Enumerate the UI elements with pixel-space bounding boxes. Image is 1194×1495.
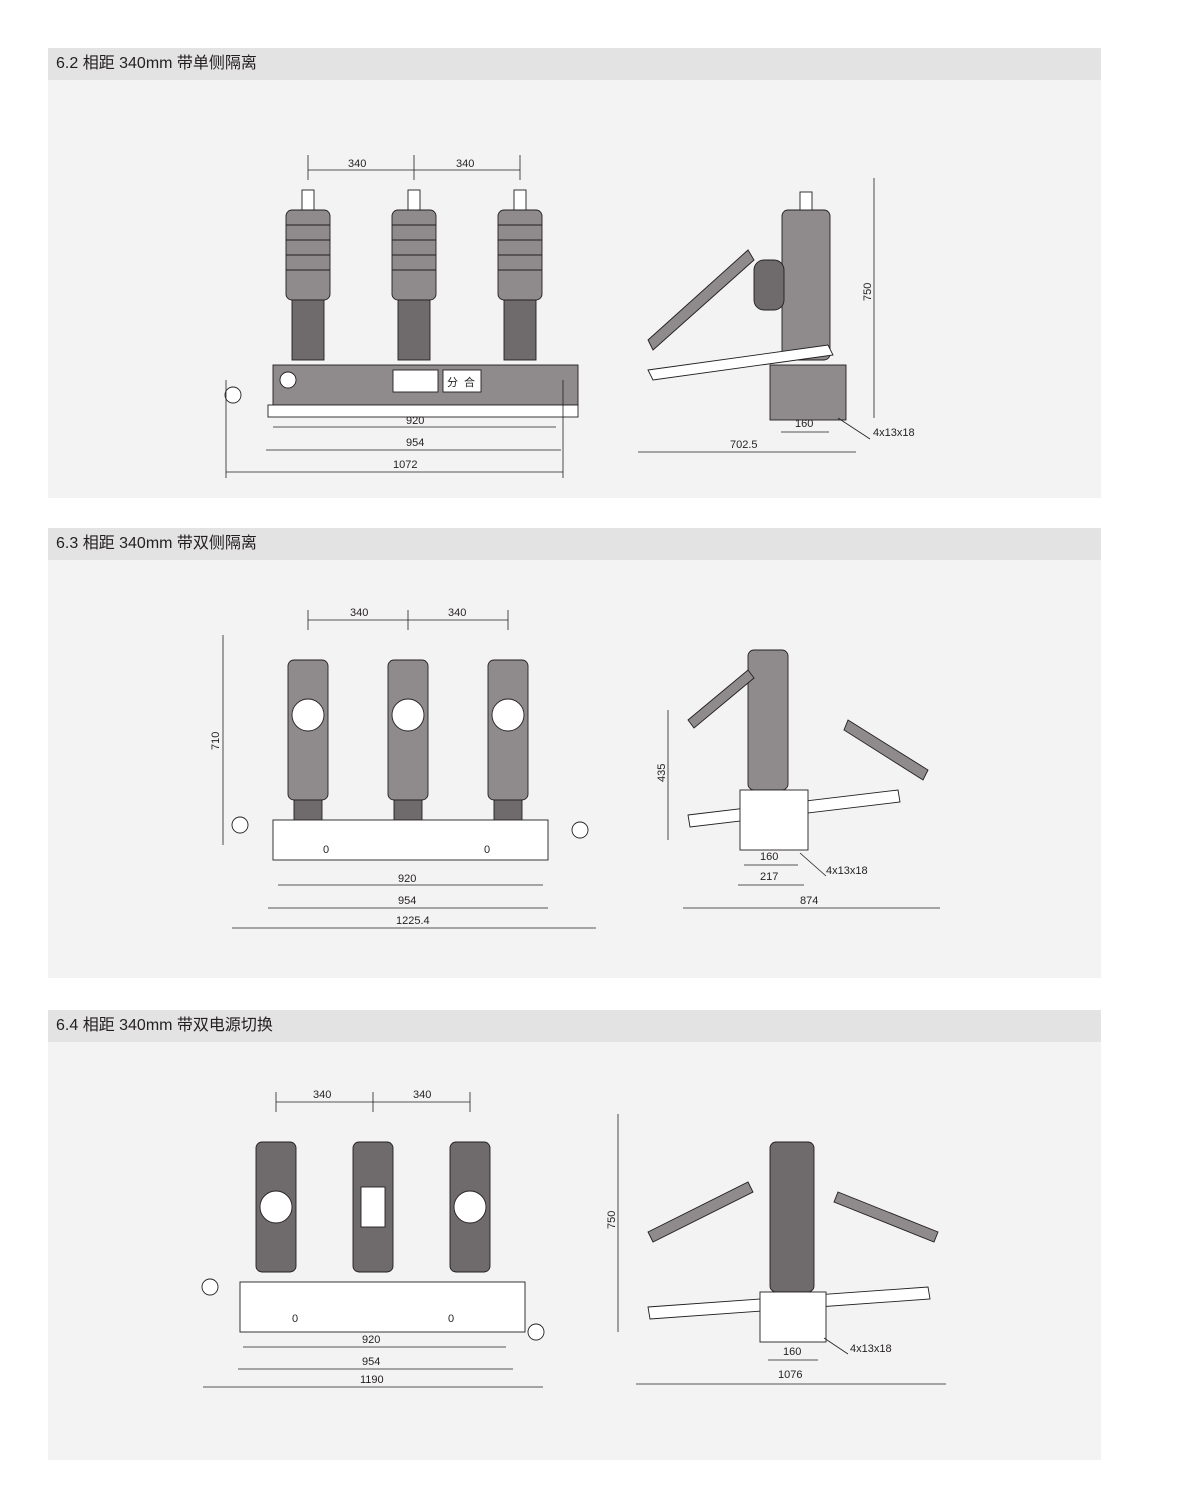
- scale-zero-right: 0: [448, 1313, 454, 1325]
- side-view-drawing: 750 160 702.5 4x13x18: [638, 178, 915, 453]
- dim-160: 160: [760, 851, 778, 863]
- dim-702-5: 702.5: [730, 439, 758, 451]
- dim-920: 920: [398, 873, 416, 885]
- side-view-drawing: 750 160 1076 4x13x18: [606, 1114, 946, 1385]
- dim-710: 710: [210, 732, 222, 750]
- dim-1225-4: 1225.4: [396, 915, 430, 927]
- dim-1190: 1190: [360, 1374, 384, 1386]
- dim-874: 874: [800, 895, 818, 907]
- front-width-dimensions: 920 954 1072: [225, 380, 564, 478]
- dim-954: 954: [398, 895, 416, 907]
- scale-zero-left: 0: [323, 844, 329, 856]
- front-width-dimensions: 920 954 1225.4: [232, 873, 596, 929]
- height-dimension: 710: [210, 635, 224, 845]
- breaker-base-box: 0 0: [201, 1278, 545, 1341]
- dim-160: 160: [795, 418, 813, 430]
- pitch-dimension: 340 340: [307, 607, 509, 630]
- close-label: 合: [464, 375, 475, 389]
- pitch-right-label: 340: [413, 1089, 431, 1101]
- pitch-right-label: 340: [448, 607, 466, 619]
- insulator-pole-2: [391, 189, 437, 361]
- side-insulator: [647, 1141, 939, 1343]
- side-view-drawing: 435 160 217 874 4x13x18: [656, 649, 940, 909]
- dim-750: 750: [606, 1211, 618, 1229]
- mounting-hole-spec: 4x13x18: [873, 427, 915, 439]
- insulator-pole-1: [285, 189, 331, 361]
- dim-1072: 1072: [393, 459, 417, 471]
- pitch-dimension: 340 340: [307, 155, 521, 180]
- dim-217: 217: [760, 871, 778, 883]
- front-view-drawing: 340 340 710: [210, 607, 596, 929]
- pitch-right-label: 340: [456, 158, 474, 170]
- side-insulator: [647, 191, 847, 421]
- insulator-pole-2: [352, 1141, 394, 1273]
- section-title: 6.3 相距 340mm 带双侧隔离: [48, 528, 1101, 560]
- side-dimensions: 750 160 702.5 4x13x18: [638, 178, 915, 453]
- section-title: 6.2 相距 340mm 带单侧隔离: [48, 48, 1101, 80]
- dim-954: 954: [406, 437, 424, 449]
- breaker-base-box: 分 合: [224, 364, 579, 418]
- side-dimensions: 435 160 217 874 4x13x18: [656, 710, 940, 909]
- dim-920: 920: [362, 1334, 380, 1346]
- insulator-pole-1: [255, 1141, 297, 1273]
- dim-1076: 1076: [778, 1369, 802, 1381]
- front-width-dimensions: 920 954 1190: [203, 1334, 543, 1388]
- side-dimensions: 750 160 1076 4x13x18: [606, 1114, 946, 1385]
- side-insulator: [687, 649, 929, 851]
- insulator-pole-3: [497, 189, 543, 361]
- pitch-left-label: 340: [313, 1089, 331, 1101]
- front-view-drawing: 340 340 0 0: [201, 1089, 545, 1388]
- section-title: 6.4 相距 340mm 带双电源切换: [48, 1010, 1101, 1042]
- scale-zero-right: 0: [484, 844, 490, 856]
- dim-435: 435: [656, 764, 668, 782]
- breaker-base-box: 0 0: [231, 816, 589, 861]
- scale-zero-left: 0: [292, 1313, 298, 1325]
- section-6-3: 6.3 相距 340mm 带双侧隔离 340 340 710: [48, 528, 1101, 978]
- dim-920: 920: [406, 415, 424, 427]
- dim-954: 954: [362, 1356, 380, 1368]
- mounting-hole-spec: 4x13x18: [826, 865, 868, 877]
- front-view-drawing: 340 340: [224, 155, 579, 478]
- pitch-left-label: 340: [350, 607, 368, 619]
- dim-160: 160: [783, 1346, 801, 1358]
- pitch-dimension: 340 340: [275, 1089, 471, 1112]
- insulator-pole-1: [287, 659, 329, 831]
- insulator-pole-3: [449, 1141, 491, 1273]
- mounting-hole-spec: 4x13x18: [850, 1343, 892, 1355]
- section-6-4: 6.4 相距 340mm 带双电源切换 340 340: [48, 1010, 1101, 1460]
- open-label: 分: [447, 376, 458, 389]
- dim-750: 750: [862, 283, 874, 301]
- insulator-pole-2: [387, 659, 429, 831]
- section-6-2: 6.2 相距 340mm 带单侧隔离 340 340: [48, 48, 1101, 498]
- pitch-left-label: 340: [348, 158, 366, 170]
